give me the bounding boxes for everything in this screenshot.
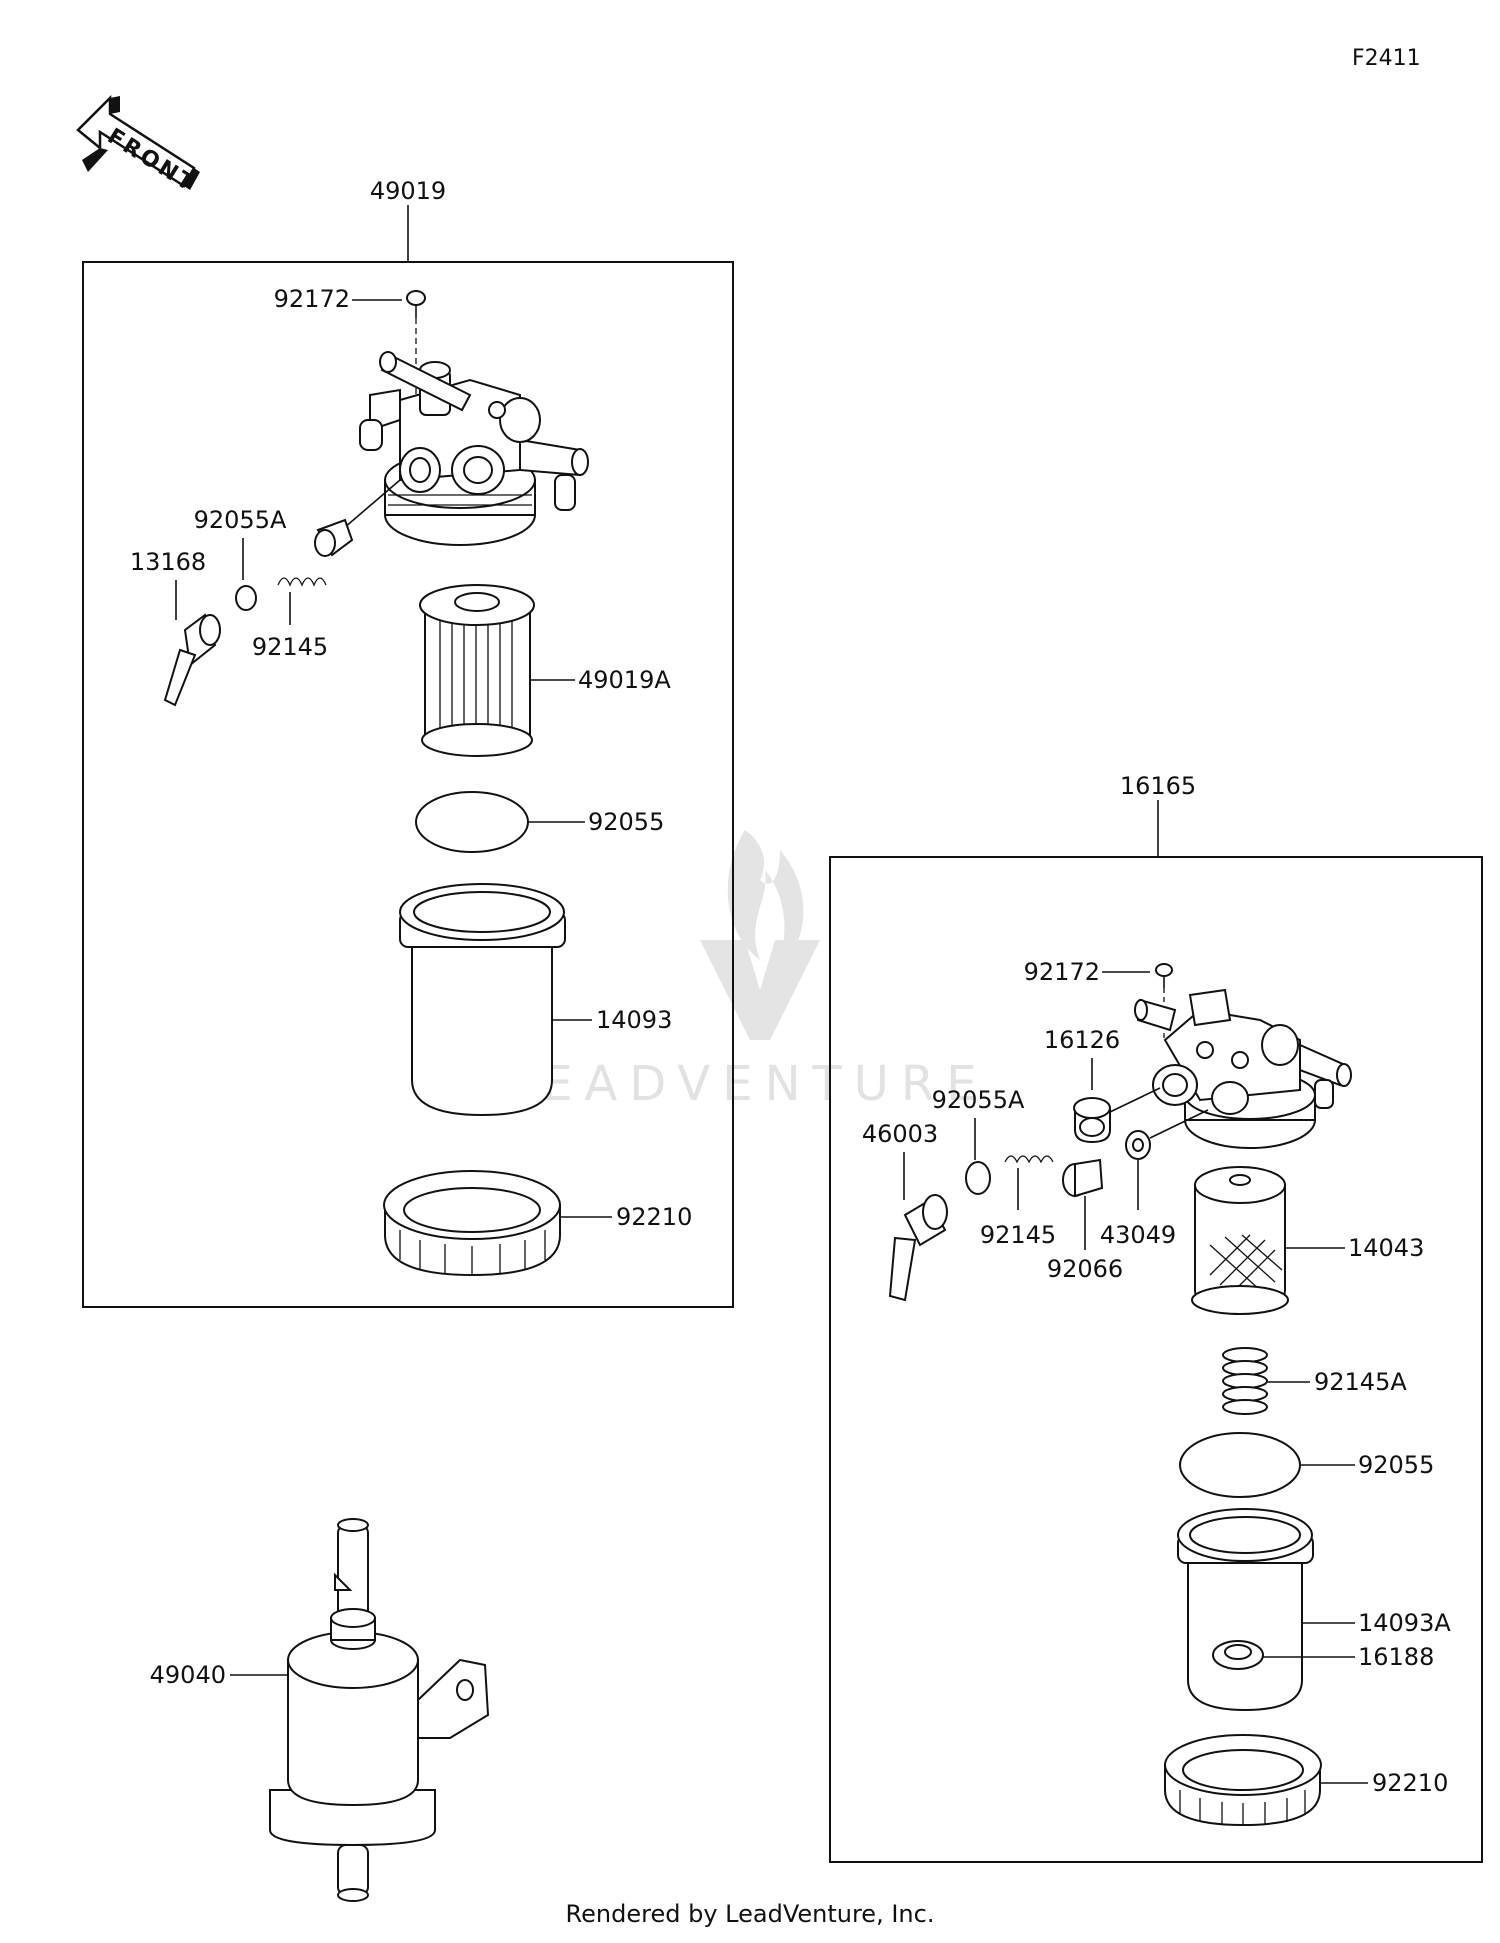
part-label-92145: 92145 <box>980 1221 1056 1249</box>
part-label-13168: 13168 <box>130 548 206 576</box>
bolt-icon <box>1062 1158 1104 1198</box>
part-49040: 49040 <box>150 1518 490 1902</box>
part-label-92210: 92210 <box>1372 1769 1448 1797</box>
assembly-16165: 16165 92172 1612 <box>829 772 1483 1863</box>
part-label-16188: 16188 <box>1358 1643 1434 1671</box>
part-label-14093: 14093 <box>596 1006 672 1034</box>
assembly-number: 16165 <box>1120 772 1196 800</box>
part-label-92172: 92172 <box>274 285 350 313</box>
front-arrow-icon: FRONT <box>76 94 200 198</box>
filter-bowl-icon <box>1177 1508 1314 1712</box>
watermark: LEADVENTURE <box>503 830 988 1112</box>
part-label-92210: 92210 <box>616 1203 692 1231</box>
lever-icon <box>888 1194 948 1302</box>
screw-icon <box>1155 963 1173 1040</box>
filter-head-icon <box>359 351 589 546</box>
part-label-49040: 49040 <box>150 1661 226 1689</box>
part-label-92172: 92172 <box>1024 958 1100 986</box>
watermark-text: LEADVENTURE <box>503 1056 988 1112</box>
footer-credit: Rendered by LeadVenture, Inc. <box>565 1900 935 1928</box>
part-label-92145: 92145 <box>252 633 328 661</box>
part-label-49019A: 49019A <box>578 666 671 694</box>
part-label-92055: 92055 <box>588 808 664 836</box>
part-label-92055A: 92055A <box>932 1086 1025 1114</box>
lever-icon <box>163 613 221 707</box>
part-label-16126: 16126 <box>1044 1026 1120 1054</box>
figure-code: F2411 <box>1352 46 1421 71</box>
assembly-frame <box>829 856 1483 1863</box>
spring-icon <box>277 577 327 587</box>
part-label-14093A: 14093A <box>1358 1609 1451 1637</box>
filter-bowl-icon <box>399 883 566 1117</box>
part-label-92055A: 92055A <box>194 506 287 534</box>
filter-element-icon <box>419 584 535 757</box>
strainer-icon <box>1191 1166 1289 1315</box>
part-label-14043: 14043 <box>1348 1234 1424 1262</box>
part-label-92055: 92055 <box>1358 1451 1434 1479</box>
retaining-ring-icon <box>383 1170 561 1277</box>
part-label-92145A: 92145A <box>1314 1368 1407 1396</box>
part-label-46003: 46003 <box>862 1120 938 1148</box>
plug-icon <box>314 518 354 557</box>
cap-icon <box>1073 1097 1111 1144</box>
coil-spring-icon <box>1222 1347 1268 1415</box>
o-ring-icon <box>235 585 257 611</box>
gasket-icon <box>1179 1432 1301 1498</box>
gasket-icon <box>415 791 529 853</box>
spring-icon <box>1004 1155 1054 1164</box>
assembly-49019: 49019 92172 <box>82 177 734 1308</box>
o-ring-icon <box>965 1161 991 1195</box>
filter-head-icon <box>1134 988 1352 1149</box>
retaining-ring-icon <box>1164 1734 1322 1827</box>
front-label: FRONT <box>103 124 200 198</box>
part-label-43049: 43049 <box>1100 1221 1176 1249</box>
assembly-number: 49019 <box>370 177 446 205</box>
inline-fuel-filter-icon <box>269 1518 490 1902</box>
part-label-92066: 92066 <box>1047 1255 1123 1283</box>
